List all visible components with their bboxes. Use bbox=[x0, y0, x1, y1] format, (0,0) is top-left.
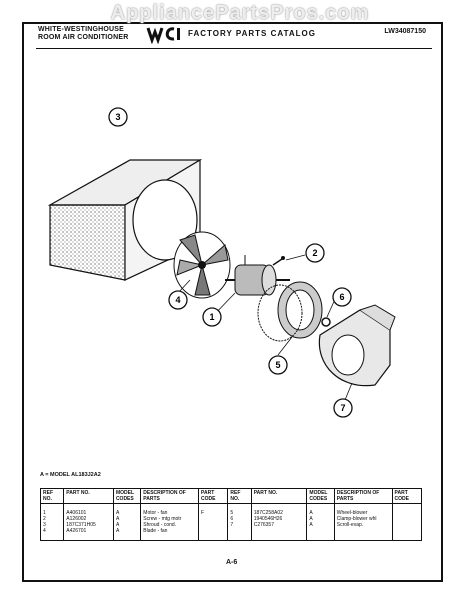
wci-logo-icon bbox=[146, 27, 180, 44]
table-spacer-row bbox=[39, 503, 423, 510]
page-number: A-6 bbox=[226, 559, 238, 566]
col-part-no-2: PART NO. bbox=[250, 488, 308, 504]
callout-1: 1 bbox=[202, 307, 222, 327]
callout-6: 6 bbox=[332, 287, 352, 307]
svg-text:1: 1 bbox=[209, 312, 214, 322]
mounting-screw-part bbox=[272, 256, 285, 266]
svg-text:5: 5 bbox=[275, 360, 280, 370]
col-ref-no-2: REF NO. bbox=[227, 488, 252, 504]
svg-text:6: 6 bbox=[339, 292, 344, 302]
brand-line-1: WHITE-WESTINGHOUSE bbox=[38, 26, 125, 33]
brand-line-2: ROOM AIR CONDITIONER bbox=[38, 34, 129, 41]
model-note: A = MODEL AL183J2A2 bbox=[40, 472, 101, 478]
svg-text:7: 7 bbox=[340, 403, 345, 413]
col-part-code: PART CODE bbox=[198, 488, 229, 504]
blower-clamp-part bbox=[321, 317, 331, 327]
svg-text:2: 2 bbox=[312, 248, 317, 258]
brand-block: WHITE-WESTINGHOUSE ROOM AIR CONDITIONER bbox=[38, 26, 128, 42]
parts-table: REF NO. PART NO. MODEL CODES DESCRIPTION… bbox=[39, 488, 423, 541]
header-rule bbox=[36, 48, 432, 49]
svg-text:4: 4 bbox=[175, 295, 180, 305]
catalog-page bbox=[22, 22, 443, 582]
col-part-code-2: PART CODE bbox=[391, 488, 423, 504]
col-model-codes: MODEL CODES bbox=[112, 488, 142, 504]
evap-scroll-part bbox=[318, 304, 396, 387]
catalog-code: LW34087150 bbox=[384, 28, 426, 35]
watermark-text: AppliancePartsPros.com bbox=[110, 2, 370, 24]
fan-blade-part bbox=[173, 231, 231, 299]
callout-5: 5 bbox=[268, 355, 288, 375]
callout-3: 3 bbox=[108, 107, 128, 127]
col-description: DESCRIPTION OF PARTS bbox=[140, 488, 200, 504]
col-ref-no: REF NO. bbox=[39, 488, 65, 504]
parts-table-header: REF NO. PART NO. MODEL CODES DESCRIPTION… bbox=[39, 488, 423, 504]
table-spacer-row bbox=[39, 534, 423, 541]
col-description-2: DESCRIPTION OF PARTS bbox=[333, 488, 393, 504]
blower-wheel-part bbox=[257, 281, 323, 342]
fan-motor-part bbox=[225, 255, 290, 296]
callout-7: 7 bbox=[333, 398, 353, 418]
callout-4: 4 bbox=[168, 290, 188, 310]
catalog-title: FACTORY PARTS CATALOG bbox=[188, 29, 316, 38]
col-model-codes-2: MODEL CODES bbox=[306, 488, 335, 504]
exploded-parts-diagram: 3 2 4 1 6 5 7 bbox=[47, 107, 396, 418]
svg-text:3: 3 bbox=[115, 112, 120, 122]
page-header: WHITE-WESTINGHOUSE ROOM AIR CONDITIONER … bbox=[38, 24, 434, 46]
col-part-no: PART NO. bbox=[63, 488, 114, 504]
callout-2: 2 bbox=[305, 243, 325, 263]
